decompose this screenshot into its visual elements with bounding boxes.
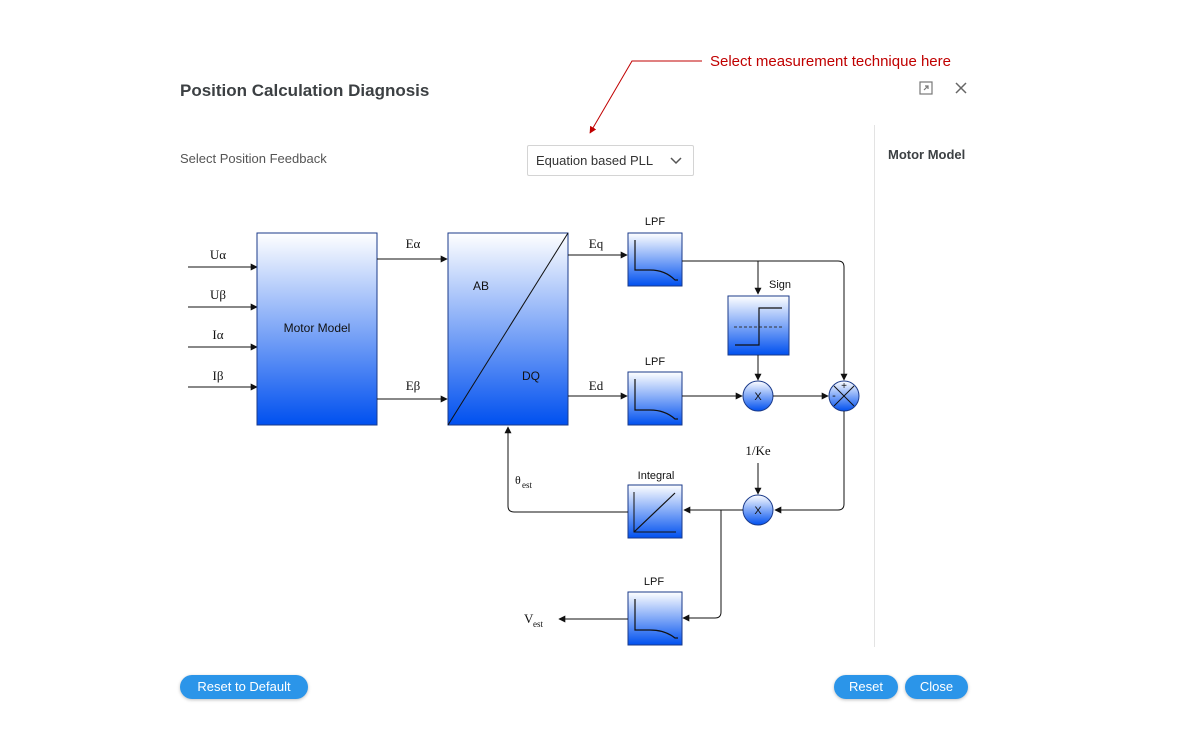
lpf-top-label: LPF: [645, 216, 665, 228]
integral-label: Integral: [638, 470, 675, 482]
theta-feedback-line: [504, 426, 628, 513]
ke-label: 1/Ke: [745, 443, 771, 458]
sign-step: [735, 307, 782, 346]
speed-branch-line: [682, 510, 722, 622]
ab-label: AB: [473, 279, 489, 293]
v-est-subscript: est: [533, 619, 543, 629]
integral-ramp: [633, 492, 676, 533]
theta-subscript: est: [522, 480, 532, 490]
v-est-label: V: [524, 611, 534, 626]
transform-diagonal: [447, 232, 569, 426]
side-panel-divider: [874, 125, 875, 647]
callout-arrow: [589, 60, 702, 134]
ed-label: Ed: [589, 378, 604, 393]
motor-model-label: Motor Model: [284, 321, 351, 335]
lpf-top-curve: [634, 240, 678, 281]
input-label-i-alpha: Iα: [212, 327, 223, 342]
input-label-i-beta: Iβ: [213, 368, 224, 383]
close-icon[interactable]: [951, 80, 971, 100]
lpf-top-block: [627, 232, 683, 287]
input-lines: [188, 263, 258, 391]
lpf-bottom-curve: [634, 599, 678, 639]
dq-label: DQ: [522, 369, 540, 383]
callout-text: Select measurement technique here: [710, 53, 951, 70]
close-button[interactable]: Close: [905, 675, 968, 699]
lpf-mid-label: LPF: [645, 356, 665, 368]
sign-block: [727, 295, 790, 356]
integral-axes: [633, 492, 676, 533]
eq-to-sum-line: [758, 260, 848, 381]
close-icon-glyph: [955, 82, 967, 94]
lpf-mid-block: [627, 371, 683, 426]
ab-dq-transform-block: [447, 232, 569, 426]
sum-to-mult2-line: [774, 411, 845, 514]
lpf-bottom-block: [627, 591, 683, 646]
lpf-mid-curve: [634, 379, 678, 420]
lpf-bottom-label: LPF: [644, 576, 664, 588]
multiplier-2-label: X: [754, 505, 762, 517]
reset-button[interactable]: Reset: [834, 675, 898, 699]
eq-to-sign-line: [682, 260, 762, 295]
multiplier-1: [742, 380, 774, 412]
input-label-u-beta: Uβ: [210, 287, 226, 302]
e-alpha-label: Eα: [406, 236, 421, 251]
feedback-select[interactable]: Equation based PLL: [527, 145, 694, 176]
dialog-title: Position Calculation Diagnosis: [180, 81, 430, 100]
feedback-label: Select Position Feedback: [180, 151, 327, 166]
sign-label: Sign: [769, 279, 791, 291]
expand-icon-glyph: [919, 81, 933, 95]
chevron-down-icon: [670, 157, 682, 165]
side-panel-title: Motor Model: [888, 147, 966, 162]
multiplier-1-label: X: [754, 391, 762, 403]
e-beta-label: Eβ: [406, 378, 421, 393]
sum-minus-sign: -: [832, 390, 836, 402]
reset-to-default-button[interactable]: Reset to Default: [180, 675, 308, 699]
sum-cross-1: [833, 385, 855, 407]
sum-plus-sign: +: [841, 381, 847, 392]
theta-label: θ: [515, 473, 521, 487]
motor-model-block: [256, 232, 378, 426]
feedback-selected-value: Equation based PLL: [536, 153, 654, 168]
input-label-u-alpha: Uα: [210, 247, 226, 262]
sum-cross-2: [833, 385, 855, 407]
multiplier-2: [742, 494, 774, 526]
summing-junction: [828, 380, 860, 412]
integral-block: [627, 484, 683, 539]
eq-label: Eq: [589, 236, 604, 251]
expand-icon[interactable]: [916, 80, 936, 100]
